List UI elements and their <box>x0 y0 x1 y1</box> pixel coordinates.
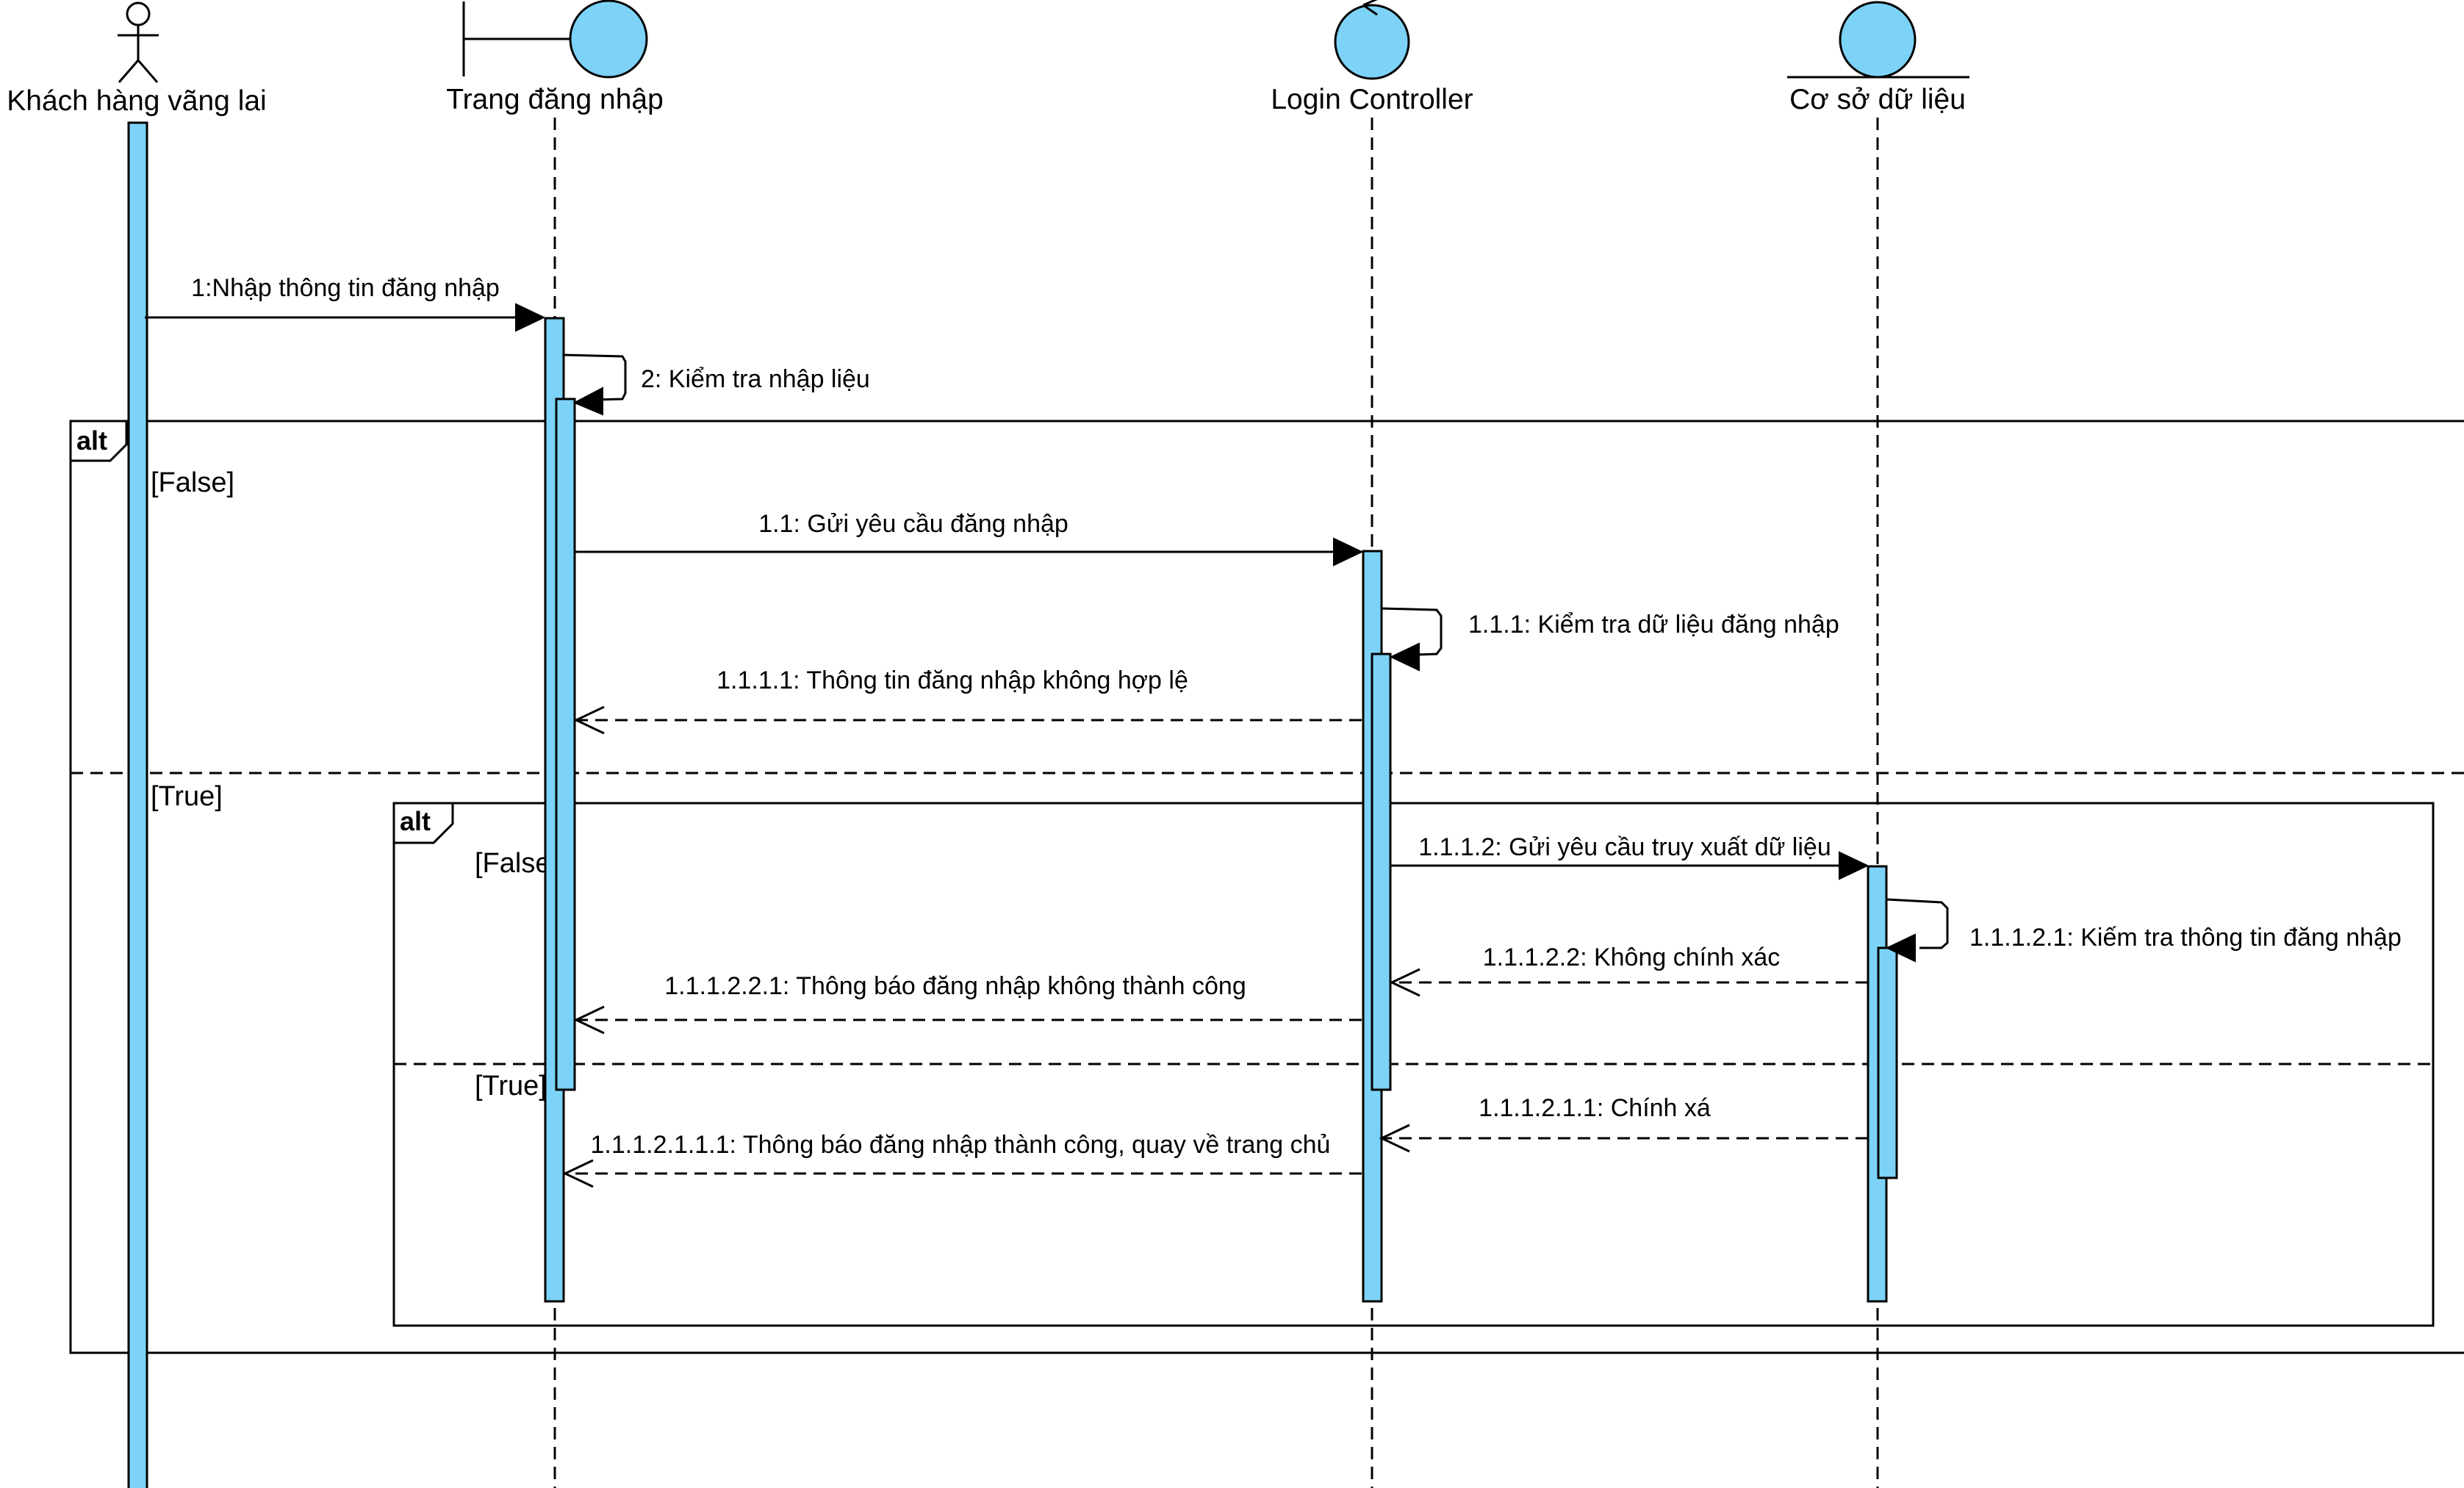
actor-icon <box>118 1 159 83</box>
inner-alt-fragment <box>392 802 2435 1327</box>
message-3-arrow <box>575 537 1364 567</box>
outer-alt-fragment <box>69 420 2464 1354</box>
activation-actor <box>127 121 148 1488</box>
participant-control-label: Login Controller <box>1271 84 1473 115</box>
activation-entity-2 <box>1877 946 1898 1179</box>
message-4-arrow <box>1381 607 1443 672</box>
message-9-label: 1.1.1.2.2.1: Thông báo đăng nhập không t… <box>664 972 1246 1000</box>
message-5-label: 1.1.1.1: Thông tin đăng nhập không hợp l… <box>716 666 1188 694</box>
outer-guard-true: [True] <box>151 781 223 812</box>
boundary-icon <box>462 0 648 79</box>
control-icon <box>1334 0 1410 80</box>
message-3-label: 1.1: Gửi yêu cầu đăng nhập <box>758 510 1068 538</box>
message-10-arrow <box>1379 1124 1868 1153</box>
message-8-arrow <box>1389 968 1868 997</box>
message-11-label: 1.1.1.2.1.1.1: Thông báo đăng nhập thành… <box>591 1131 1331 1159</box>
message-4-label: 1.1.1: Kiểm tra dữ liệu đăng nhập <box>1468 611 1839 639</box>
participant-actor-label: Khách hàng vãng lai <box>7 85 266 117</box>
message-10-label: 1.1.1.2.1.1: Chính xá <box>1479 1094 1711 1122</box>
participant-boundary-label: Trang đăng nhập <box>446 84 664 115</box>
message-6-arrow <box>1390 851 1869 880</box>
activation-control-2 <box>1371 653 1392 1091</box>
message-7-arrow <box>1885 898 1949 963</box>
message-7-label: 1.1.1.2.1: Kiếm tra thông tin đăng nhập <box>1969 924 2402 952</box>
inner-alt-operator: alt <box>400 806 431 836</box>
outer-guard-false: [False] <box>151 467 234 498</box>
outer-alt-operator: alt <box>76 425 107 456</box>
message-2-arrow <box>563 353 627 416</box>
participant-entity-label: Cơ sở dữ liệu <box>1789 84 1966 115</box>
message-9-arrow <box>573 1005 1362 1035</box>
message-5-arrow <box>573 705 1362 735</box>
message-1-arrow <box>145 303 546 332</box>
message-11-arrow <box>562 1159 1362 1188</box>
inner-guard-true: [True] <box>475 1071 547 1101</box>
message-6-label: 1.1.1.2: Gửi yêu cầu truy xuất dữ liệu <box>1418 833 1831 861</box>
activation-boundary-2 <box>555 398 576 1091</box>
message-8-label: 1.1.1.2.2: Không chính xác <box>1483 944 1781 971</box>
message-2-label: 2: Kiểm tra nhập liệu <box>641 365 870 393</box>
entity-icon <box>1787 1 1969 79</box>
message-1-label: 1:Nhập thông tin đăng nhập <box>191 274 500 302</box>
